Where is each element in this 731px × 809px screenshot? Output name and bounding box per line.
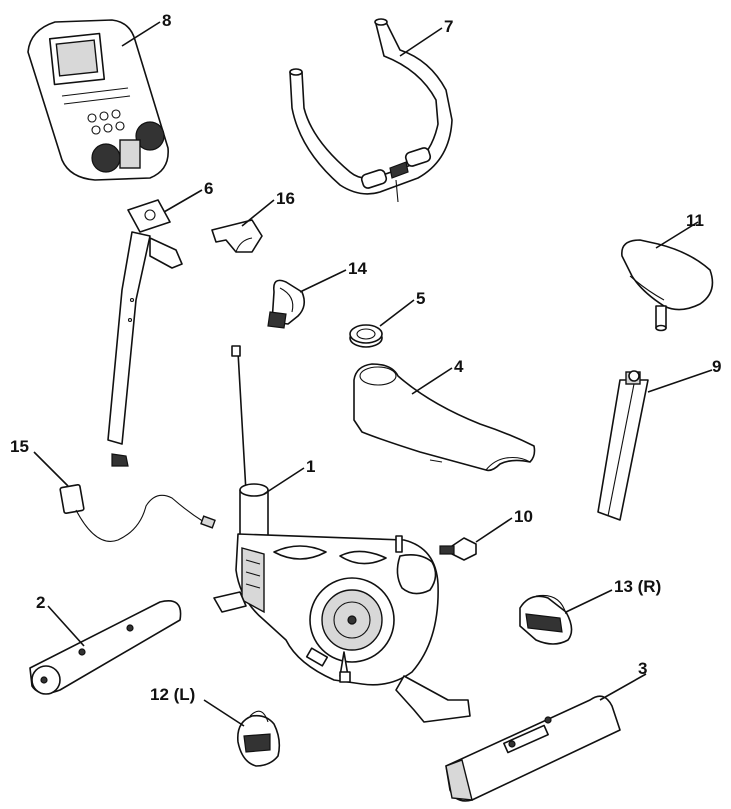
part-12-left-pedal: [236, 710, 281, 767]
label-part-12: 12 (L): [150, 685, 195, 704]
leader-12: [203, 699, 245, 727]
part-1-main-frame: [213, 345, 471, 723]
label-part-3: 3: [638, 659, 647, 678]
leader-13: [565, 589, 613, 613]
leader-15: [33, 451, 69, 487]
part-4-shroud: [353, 363, 536, 472]
part-6-console-mast: [107, 199, 183, 467]
label-part-5: 5: [416, 289, 425, 308]
label-part-10: 10: [514, 507, 533, 526]
part-5-ring: [349, 324, 383, 348]
leader-lines: [33, 21, 713, 727]
part-16-bracket: [211, 219, 263, 253]
leader-6: [163, 189, 203, 213]
part-10-knob: [439, 537, 477, 561]
leader-1: [263, 467, 305, 495]
part-13-right-pedal: [519, 594, 573, 645]
leader-16: [241, 199, 275, 227]
part-11-saddle: [621, 239, 714, 332]
leader-8: [121, 21, 161, 47]
part-15-adapter: [59, 483, 216, 542]
part-8-console: [27, 19, 169, 181]
part-2-front-stabilizer: [29, 600, 182, 695]
label-part-1: 1: [306, 457, 315, 476]
label-part-4: 4: [454, 357, 464, 376]
part-3-rear-stabilizer: [445, 695, 621, 802]
label-part-11: 11: [686, 211, 704, 230]
leader-9: [647, 369, 713, 393]
leader-2: [47, 605, 85, 647]
leader-14: [299, 269, 347, 293]
leader-7: [399, 27, 443, 57]
leader-10: [475, 517, 513, 543]
label-part-8: 8: [162, 11, 171, 30]
leader-4: [411, 367, 453, 395]
part-14-bottle-holder: [267, 279, 306, 329]
label-part-16: 16: [276, 189, 295, 208]
leader-11: [655, 221, 699, 249]
label-part-9: 9: [712, 357, 721, 376]
part-labels: 8 7 6 16 14 5 11 4 9 15 1 10 13 (R) 2 12…: [10, 11, 721, 704]
label-part-14: 14: [348, 259, 367, 278]
leader-3: [599, 673, 647, 701]
label-part-15: 15: [10, 437, 29, 456]
leader-5: [379, 299, 415, 327]
part-7-handlebar: [289, 18, 453, 203]
label-part-6: 6: [204, 179, 213, 198]
label-part-13: 13 (R): [614, 577, 661, 596]
label-part-2: 2: [36, 593, 45, 612]
part-9-seat-post: [597, 370, 649, 521]
label-part-7: 7: [444, 17, 453, 36]
